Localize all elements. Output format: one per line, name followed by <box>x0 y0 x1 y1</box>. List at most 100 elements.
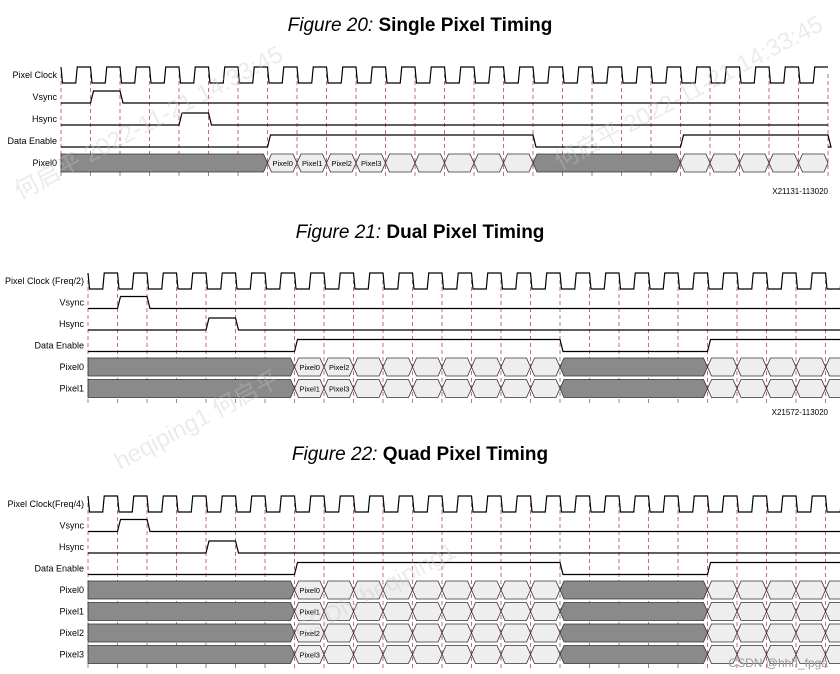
bus-data-cell <box>766 580 797 600</box>
signal-label: Pixel0 <box>59 362 84 372</box>
bus-data-cell <box>680 153 711 173</box>
hsync-waveform <box>88 317 840 331</box>
bus-data-cell <box>530 645 561 664</box>
bus-data-cell <box>825 623 840 643</box>
vsync-waveform <box>61 90 828 104</box>
signal-label: Pixel2 <box>59 628 84 638</box>
bus-data-cell <box>412 623 443 643</box>
bus-data-cell <box>294 623 325 643</box>
data-enable-waveform <box>88 561 840 576</box>
hsync-waveform <box>88 540 840 554</box>
bus-blank-segment <box>559 379 708 398</box>
bus-data-cell <box>707 580 738 600</box>
data-enable-waveform <box>61 134 832 148</box>
clock-waveform <box>87 272 840 290</box>
bus-data-cell <box>382 623 413 643</box>
bus-data-cell <box>707 602 738 621</box>
bus-data-cell <box>739 153 770 173</box>
bus-data-cell <box>441 580 472 600</box>
bus-cell-label: Pixel1 <box>302 159 322 168</box>
figure-21-title: Figure 21: Dual Pixel Timing <box>0 222 840 244</box>
vsync-waveform <box>88 295 840 310</box>
bus-data-cell <box>382 379 413 398</box>
bus-data-cell <box>530 379 561 398</box>
bus-data-cell <box>355 153 386 173</box>
figure-20-number: Figure 20: <box>287 15 374 36</box>
bus-data-cell <box>412 379 443 398</box>
bus-data-cell <box>500 623 531 643</box>
bus-data-cell <box>353 623 384 643</box>
bus-data-cell <box>471 623 502 643</box>
bus-cell-label: Pixel1 <box>300 385 320 394</box>
signal-label: Hsync <box>59 542 85 552</box>
bus-data-cell <box>736 357 767 377</box>
bus-data-cell <box>766 357 797 377</box>
bus-data-cell <box>326 153 357 173</box>
bus-data-cell <box>500 645 531 664</box>
watermark-text: 何启平 2022-11-21 14:33:45 <box>550 11 827 176</box>
bus-data-cell <box>412 357 443 377</box>
bus-data-cell <box>473 153 504 173</box>
bus-blank-segment <box>87 580 295 600</box>
bus-data-cell <box>709 153 740 173</box>
signal-label: Hsync <box>32 114 58 124</box>
bus-data-cell <box>795 602 826 621</box>
signal-label: Data Enable <box>7 136 57 146</box>
signal-label: Pixel Clock <box>12 70 57 80</box>
bus-data-cell <box>825 580 840 600</box>
bus-blank-segment <box>87 623 295 643</box>
bus-data-cell <box>736 623 767 643</box>
bus-data-cell <box>825 645 840 664</box>
bus-data-cell <box>294 602 325 621</box>
bus-data-cell <box>795 623 826 643</box>
bus-data-cell <box>323 645 354 664</box>
signal-label: Vsync <box>59 298 84 308</box>
bus-data-cell <box>382 602 413 621</box>
bus-data-cell <box>707 379 738 398</box>
figure-20-name: Single Pixel Timing <box>378 15 553 36</box>
bus-data-cell <box>353 602 384 621</box>
figure-21-name: Dual Pixel Timing <box>386 222 545 243</box>
bus-blank-segment <box>559 602 708 621</box>
bus-blank-segment <box>87 645 295 664</box>
bus-data-cell <box>707 623 738 643</box>
bus-blank-segment <box>559 645 708 664</box>
signal-label: Pixel0 <box>59 585 84 595</box>
bus-cell-label: Pixel3 <box>361 159 381 168</box>
bus-data-cell <box>296 153 327 173</box>
bus-blank-segment <box>87 602 295 621</box>
bus-data-cell <box>441 623 472 643</box>
bus-data-cell <box>795 645 826 664</box>
bus-data-cell <box>323 379 354 398</box>
signal-label: Vsync <box>32 92 57 102</box>
bus-data-cell <box>500 357 531 377</box>
bus-data-cell <box>441 645 472 664</box>
figure-code: X21131-113020 <box>772 187 828 196</box>
bus-data-cell <box>441 602 472 621</box>
signal-label: Hsync <box>59 319 85 329</box>
bus-data-cell <box>766 602 797 621</box>
vsync-waveform <box>88 518 840 533</box>
bus-blank-segment <box>87 357 295 377</box>
bus-data-cell <box>736 645 767 664</box>
figure-22-name: Quad Pixel Timing <box>382 444 549 465</box>
signal-label: Pixel1 <box>59 607 84 617</box>
bus-cell-label: Pixel2 <box>332 159 352 168</box>
bus-blank-segment <box>87 379 295 398</box>
figure-code: X21572-113020 <box>772 408 829 417</box>
bus-cell-label: Pixel0 <box>273 159 293 168</box>
bus-cell-label: Pixel0 <box>300 363 320 372</box>
bus-data-cell <box>414 153 445 173</box>
bus-data-cell <box>294 379 325 398</box>
figure-22-title: Figure 22: Quad Pixel Timing <box>0 444 840 466</box>
bus-data-cell <box>323 623 354 643</box>
bus-data-cell <box>323 357 354 377</box>
bus-data-cell <box>736 580 767 600</box>
hsync-waveform <box>61 112 828 126</box>
bus-data-cell <box>500 580 531 600</box>
bus-data-cell <box>795 580 826 600</box>
bus-data-cell <box>825 357 840 377</box>
